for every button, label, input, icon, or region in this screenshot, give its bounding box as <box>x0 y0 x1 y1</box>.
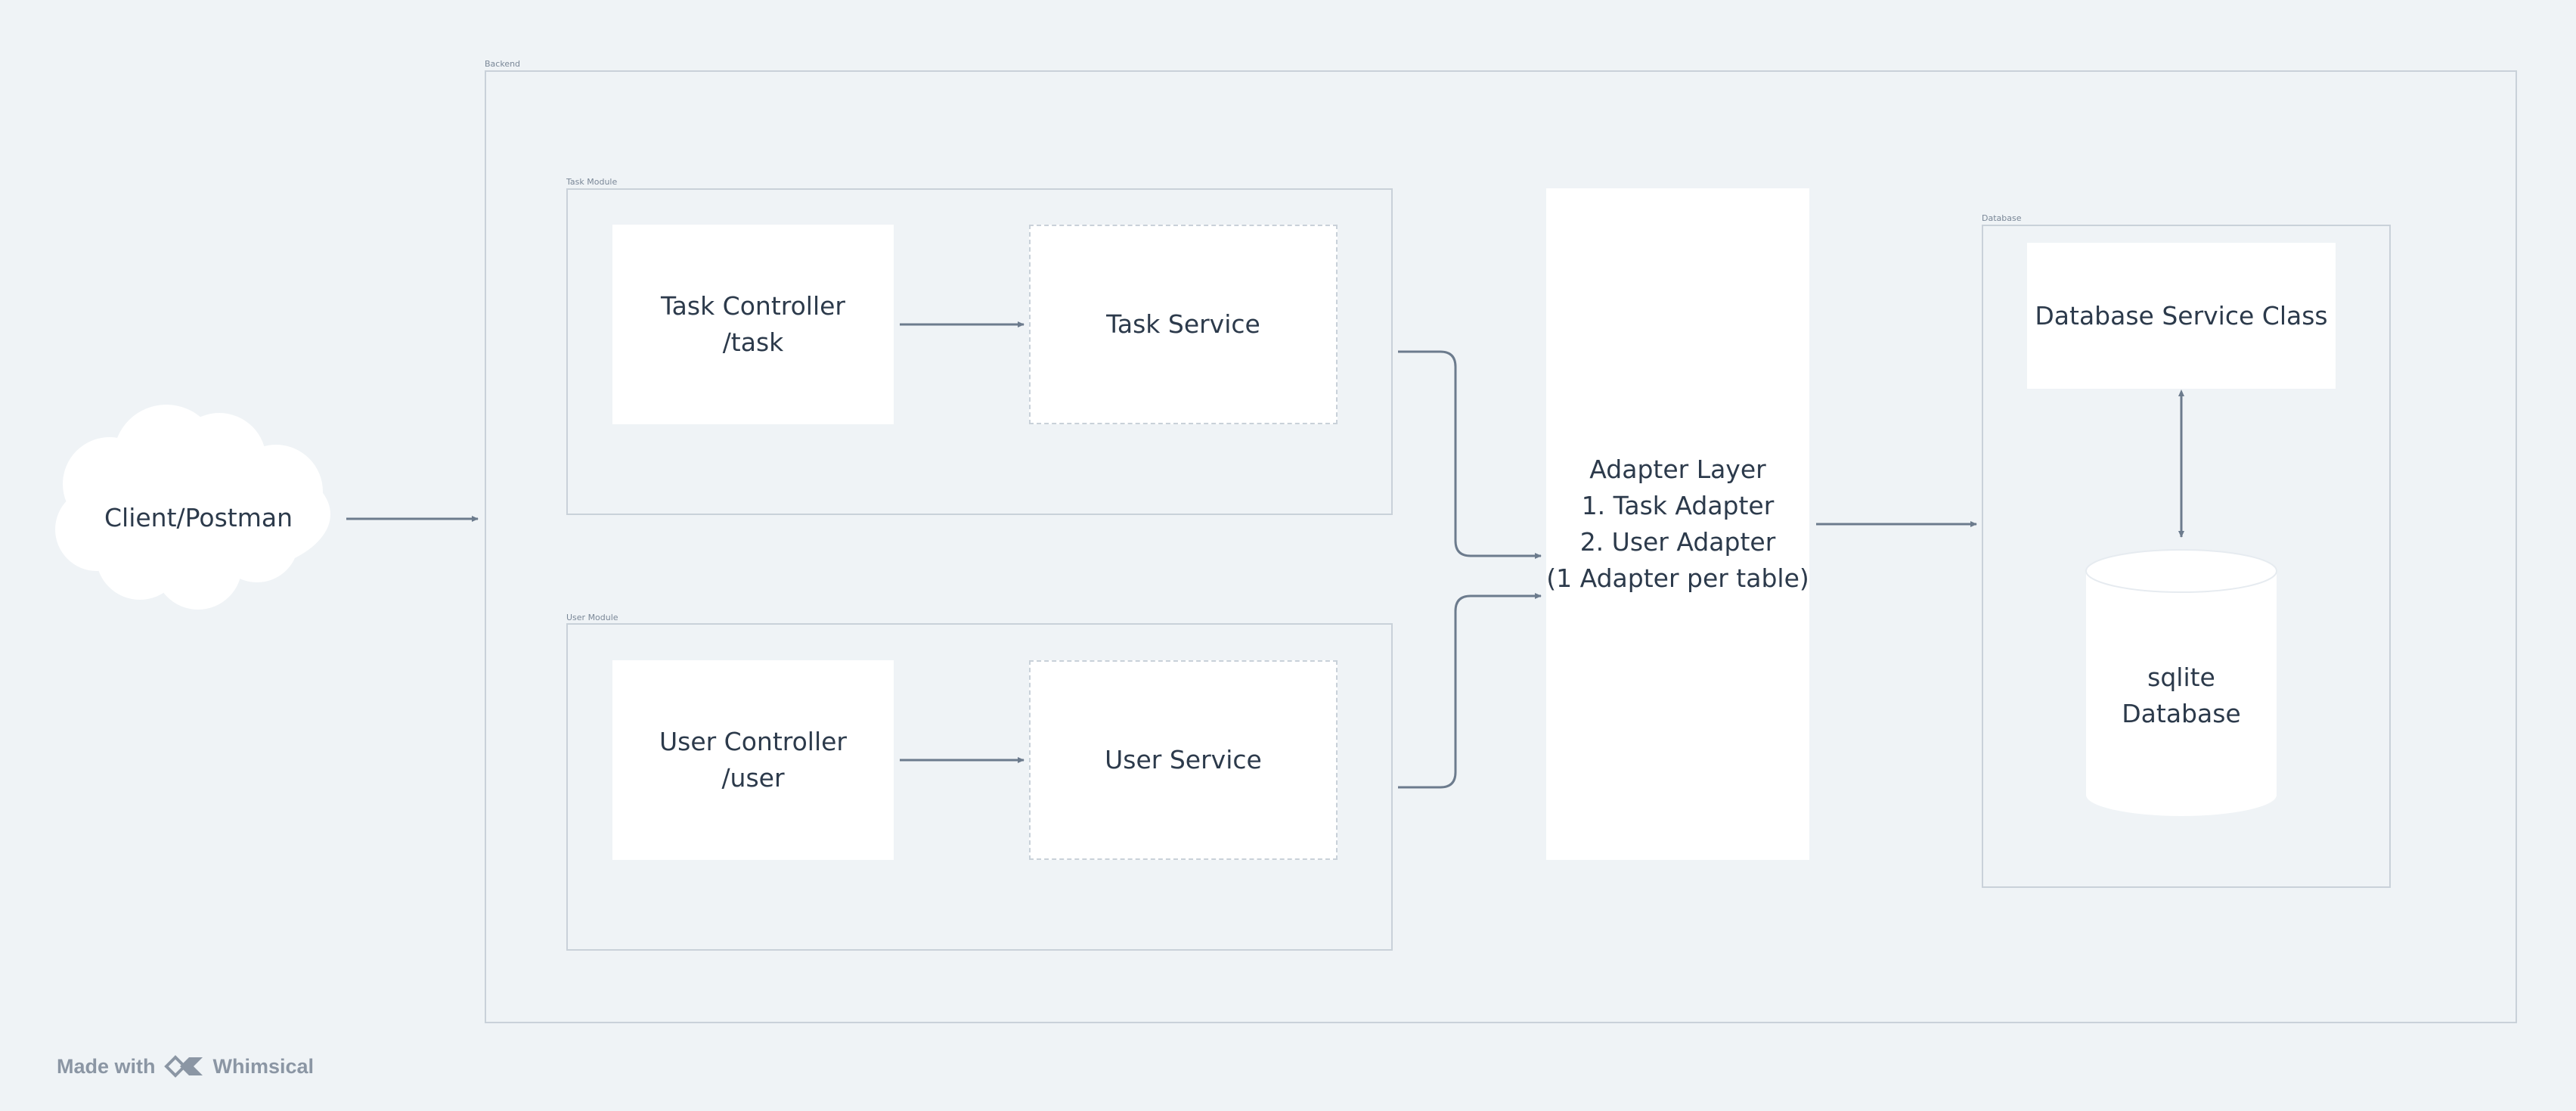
database-service-node[interactable]: Database Service Class <box>2027 243 2336 389</box>
whimsical-brand-label: Whimsical <box>212 1054 315 1078</box>
sqlite-cylinder-shape <box>2085 549 2277 816</box>
user-module-frame-label: User Module <box>566 613 618 622</box>
client-node[interactable]: Client/Postman <box>104 503 293 532</box>
user-service-node[interactable]: User Service <box>1029 660 1338 860</box>
user-controller-node[interactable]: User Controller /user <box>612 660 894 860</box>
made-with-whimsical[interactable]: Made with Whimsical <box>57 1053 314 1080</box>
task-controller-node[interactable]: Task Controller /task <box>612 225 894 424</box>
task-service-node[interactable]: Task Service <box>1029 225 1338 424</box>
backend-frame-label: Backend <box>485 59 521 69</box>
database-frame <box>1982 225 2391 888</box>
adapter-layer-node[interactable]: Adapter Layer 1. Task Adapter 2. User Ad… <box>1546 188 1809 860</box>
database-frame-label: Database <box>1982 213 2022 223</box>
whimsical-logo-icon <box>163 1055 203 1078</box>
task-module-frame <box>566 188 1393 515</box>
backend-frame <box>485 70 2517 1023</box>
made-with-label: Made with <box>57 1054 156 1078</box>
user-module-frame <box>566 623 1393 951</box>
arrow-task-module-to-adapter <box>1398 350 1542 559</box>
client-cloud-shape <box>55 405 330 610</box>
arrow-user-module-to-adapter <box>1398 593 1542 789</box>
sqlite-database-node[interactable]: sqlite Database <box>2122 663 2241 728</box>
task-module-frame-label: Task Module <box>566 177 618 187</box>
